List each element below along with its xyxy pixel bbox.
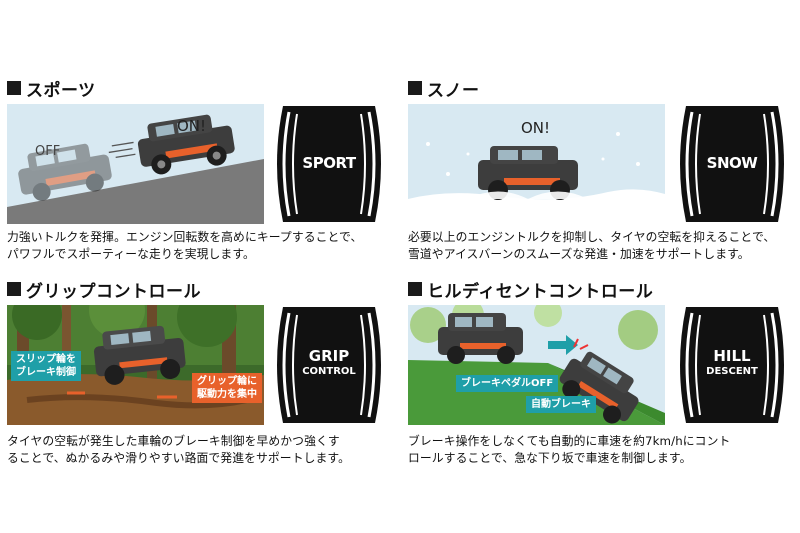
- hill-panel: ヒルディセントコントロール: [408, 278, 800, 473]
- snow-illustration: ON!: [408, 104, 665, 224]
- sport-mode-badge: SPORT: [275, 104, 383, 224]
- snow-scene-svg: [408, 132, 665, 224]
- grip-slip-brake-tag: スリップ輪を ブレーキ制御: [11, 351, 81, 381]
- sport-desc-line-2: パワフルでスポーティーな走りを実現します。: [7, 247, 255, 261]
- grip-mode-badge: GRIP CONTROL: [275, 305, 383, 425]
- hill-description: ブレーキ操作をしなくても自動的に車速を約7km/hにコント ロールすることで、急…: [408, 433, 800, 467]
- sport-scene-svg: [7, 114, 264, 224]
- grip-badge-text-2: CONTROL: [302, 366, 356, 377]
- hill-auto-brake-tag: 自動ブレーキ: [526, 396, 596, 413]
- grip-desc-line-1: タイヤの空転が発生した車輪のブレーキ制御を早めかつ強くす: [7, 434, 340, 448]
- sport-illustration: OFF ON!: [7, 104, 264, 224]
- heading-square-icon: [7, 282, 21, 296]
- sport-off-label: OFF: [35, 144, 61, 159]
- grip-traction-line-2: 駆動力を集中: [197, 389, 257, 400]
- heading-square-icon: [7, 81, 21, 95]
- grip-title: グリップコントロール: [26, 281, 201, 302]
- sport-panel: スポーツ: [7, 77, 401, 267]
- sport-on-label: ON!: [177, 117, 207, 135]
- sport-desc-line-1: 力強いトルクを発揮。エンジン回転数を高めにキープすることで、: [7, 230, 363, 244]
- grip-heading: グリップコントロール: [7, 278, 201, 302]
- hill-title: ヒルディセントコントロール: [427, 281, 654, 302]
- sport-title: スポーツ: [26, 80, 96, 101]
- hill-mode-badge: HILL DESCENT: [678, 305, 786, 425]
- hill-desc-line-1: ブレーキ操作をしなくても自動的に車速を約7km/hにコント: [408, 434, 731, 448]
- snow-panel: スノー ON! SNOW: [408, 77, 800, 267]
- snow-mode-badge: SNOW: [678, 104, 786, 224]
- grip-traction-tag: グリップ輪に 駆動力を集中: [192, 373, 262, 403]
- hill-auto-brake-text: 自動ブレーキ: [531, 399, 591, 410]
- snow-description: 必要以上のエンジントルクを抑制し、タイヤの空転を抑えることで、 雪道やアイスバー…: [408, 229, 800, 263]
- grip-illustration: スリップ輪を ブレーキ制御 グリップ輪に 駆動力を集中: [7, 305, 264, 425]
- snow-title: スノー: [427, 80, 480, 101]
- hill-badge-graphic: [680, 307, 784, 423]
- sport-heading: スポーツ: [7, 77, 96, 101]
- grip-description: タイヤの空転が発生した車輪のブレーキ制御を早めかつ強くす ることで、ぬかるみや滑…: [7, 433, 401, 467]
- sport-badge-text: SPORT: [302, 154, 356, 172]
- sport-description: 力強いトルクを発揮。エンジン回転数を高めにキープすることで、 パワフルでスポーテ…: [7, 229, 401, 263]
- heading-square-icon: [408, 81, 422, 95]
- hill-heading: ヒルディセントコントロール: [408, 278, 654, 302]
- hill-badge-text-2: DESCENT: [706, 366, 758, 377]
- grip-panel: グリップコントロール ス: [7, 278, 401, 473]
- hill-pedal-off-tag: ブレーキペダルOFF: [456, 375, 559, 392]
- snow-badge-graphic: [680, 106, 784, 222]
- grip-traction-line-1: グリップ輪に: [197, 376, 257, 387]
- snow-on-label: ON!: [521, 119, 551, 137]
- snow-desc-line-2: 雪道やアイスバーンのスムーズな発進・加速をサポートします。: [408, 247, 750, 261]
- grip-badge-graphic: [277, 307, 381, 423]
- heading-square-icon: [408, 282, 422, 296]
- snow-desc-line-1: 必要以上のエンジントルクを抑制し、タイヤの空転を抑えることで、: [408, 230, 776, 244]
- hill-desc-line-2: ロールすることで、急な下り坂で車速を制御します。: [408, 451, 692, 465]
- snow-heading: スノー: [408, 77, 480, 101]
- grip-desc-line-2: ることで、ぬかるみや滑りやすい路面で発進をサポートします。: [7, 451, 351, 465]
- hill-illustration: ブレーキペダルOFF 自動ブレーキ: [408, 305, 665, 425]
- hill-pedal-off-text: ブレーキペダルOFF: [461, 378, 554, 389]
- grip-slip-brake-line-2: ブレーキ制御: [16, 367, 76, 378]
- grip-slip-brake-line-1: スリップ輪を: [16, 354, 76, 365]
- hill-badge-text-1: HILL: [713, 347, 751, 365]
- sport-badge-graphic: [277, 106, 381, 222]
- grip-badge-text-1: GRIP: [308, 347, 350, 365]
- snow-badge-text: SNOW: [706, 154, 758, 172]
